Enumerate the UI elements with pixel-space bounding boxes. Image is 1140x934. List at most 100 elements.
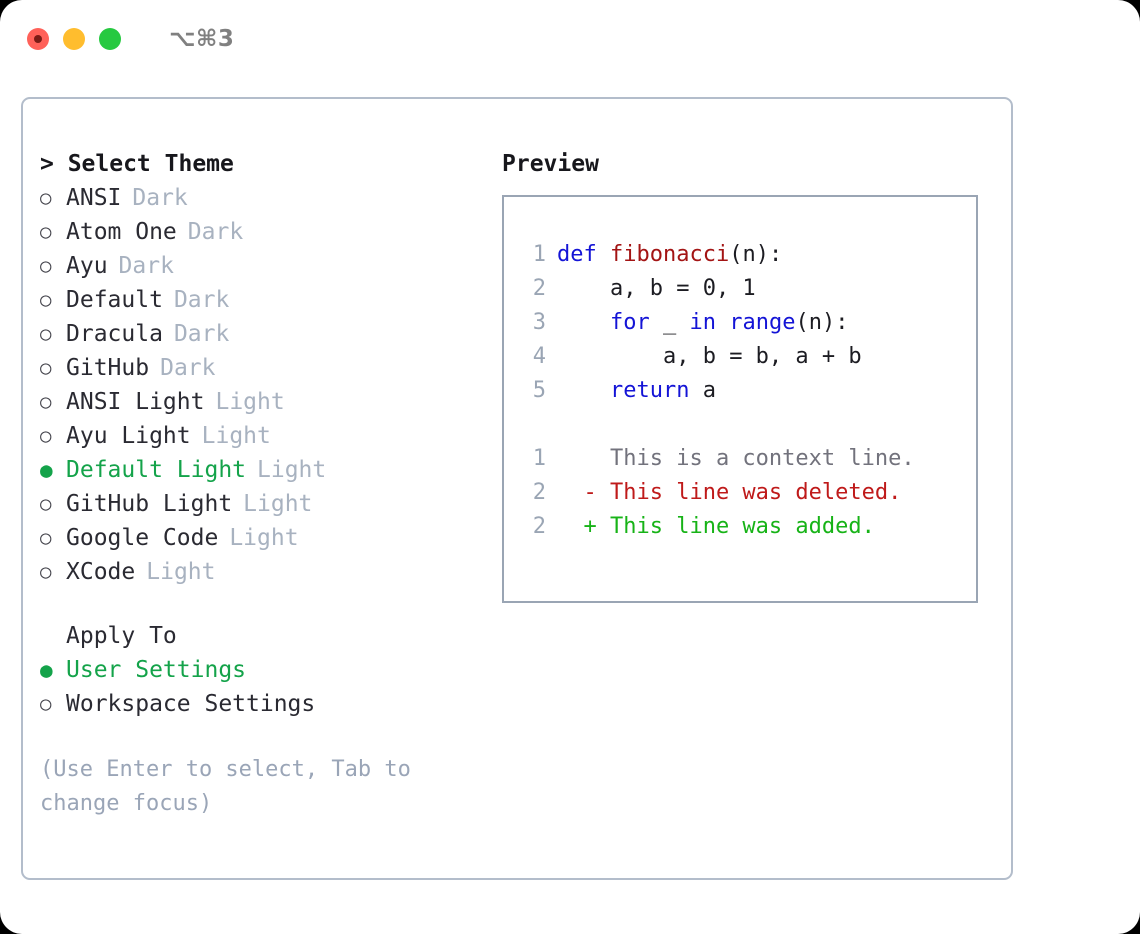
theme-option-label: Default Light (66, 457, 247, 483)
code-token-keyword: in (689, 310, 716, 335)
radio-unselected-icon: ○ (40, 289, 52, 311)
diff-line-context: 1 This is a context line. (504, 442, 976, 476)
theme-option-kind: Dark (187, 219, 244, 245)
theme-option-label: ANSI Light (66, 389, 205, 415)
theme-option-ansi[interactable]: ○ ANSI Dark (40, 181, 470, 215)
radio-selected-icon: ● (40, 658, 53, 682)
code-token-plain: a, b = 0, 1 (609, 276, 756, 301)
diff-line-deleted: 2 - This line was deleted. (504, 476, 976, 510)
code-token-plain: (n): (729, 242, 783, 267)
code-line-number: 4 (532, 344, 546, 369)
theme-option-kind: Light (257, 457, 327, 483)
radio-selected-icon: ● (40, 458, 53, 482)
code-token-plain: a (689, 378, 716, 403)
radio-unselected-icon: ○ (40, 255, 52, 277)
apply-to-option-label: User Settings (66, 657, 247, 683)
theme-option-kind: Dark (173, 321, 230, 347)
theme-option-label: Dracula (66, 321, 163, 347)
code-token-plain (597, 242, 610, 267)
diff-line-text: - This line was deleted. (557, 480, 902, 505)
keyboard-hint-text: (Use Enter to select, Tab to change focu… (40, 757, 411, 816)
theme-option-label: Atom One (66, 219, 177, 245)
radio-unselected-icon: ○ (40, 323, 52, 345)
diff-line-number: 1 (532, 446, 546, 471)
title-bar: ⌥⌘3 (0, 0, 1140, 78)
code-token-plain: a, b = b, a + b (662, 344, 862, 369)
code-diff-separator (504, 408, 976, 442)
theme-option-ayu[interactable]: ○ Ayu Dark (40, 249, 470, 283)
code-token-keyword: range (729, 310, 796, 335)
diff-sample: 1 This is a context line.2 - This line w… (504, 442, 976, 544)
theme-option-label: GitHub Light (66, 491, 233, 517)
theme-option-ayu-light[interactable]: ○ Ayu Light Light (40, 419, 470, 453)
code-token-keyword: return (609, 378, 690, 403)
theme-option-kind: Dark (118, 253, 174, 279)
code-token-keyword: for (609, 310, 650, 335)
radio-unselected-icon: ○ (40, 425, 52, 447)
radio-unselected-icon: ○ (40, 391, 52, 413)
apply-to-option-workspace-settings[interactable]: ○ Workspace Settings (40, 687, 470, 721)
theme-option-kind: Dark (132, 185, 188, 211)
code-token-plain: (n): (795, 310, 849, 335)
apply-to-option-user-settings[interactable]: ● User Settings (40, 653, 470, 687)
theme-option-ansi-light[interactable]: ○ ANSI Light Light (40, 385, 470, 419)
theme-option-kind: Light (146, 559, 216, 585)
code-line-number: 3 (532, 310, 546, 335)
diff-line-number: 2 (532, 514, 546, 539)
apply-to-list: ● User Settings ○ Workspace Settings (40, 653, 470, 721)
radio-unselected-icon: ○ (40, 187, 52, 209)
code-line-number: 1 (532, 242, 546, 267)
theme-option-label: Ayu Light (66, 423, 191, 449)
apply-to-option-label: Workspace Settings (66, 691, 316, 717)
theme-option-label: Google Code (66, 525, 219, 551)
theme-option-default[interactable]: ○ Default Dark (40, 283, 470, 317)
theme-option-github-light[interactable]: ○ GitHub Light Light (40, 487, 470, 521)
code-line-text: return a (546, 374, 716, 408)
code-token-plain (716, 310, 729, 335)
theme-option-label: Default (66, 287, 163, 313)
theme-option-kind: Light (201, 423, 271, 449)
code-line-number: 5 (532, 378, 546, 403)
radio-unselected-icon: ○ (40, 221, 52, 243)
keyboard-shortcut-label: ⌥⌘3 (169, 26, 235, 52)
maximize-button[interactable] (99, 28, 121, 50)
theme-option-atom-one[interactable]: ○ Atom One Dark (40, 215, 470, 249)
radio-unselected-icon: ○ (40, 527, 52, 549)
theme-option-kind: Light (243, 491, 313, 517)
apply-to-header-label: Apply To (66, 623, 177, 649)
radio-unselected-icon: ○ (40, 693, 52, 715)
theme-option-default-light[interactable]: ● Default Light Light (40, 453, 470, 487)
minimize-button[interactable] (63, 28, 85, 50)
code-line-text: a, b = b, a + b (546, 340, 862, 374)
radio-unselected-icon: ○ (40, 561, 52, 583)
theme-option-kind: Dark (173, 287, 230, 313)
diff-line-added: 2 + This line was added. (504, 510, 976, 544)
code-line: 3 for _ in range(n): (504, 306, 976, 340)
code-line: 2 a, b = 0, 1 (504, 272, 976, 306)
theme-option-kind: Light (215, 389, 285, 415)
radio-unselected-icon: ○ (40, 493, 52, 515)
theme-option-label: ANSI (66, 185, 122, 211)
window-controls (27, 28, 121, 50)
theme-option-label: Ayu (66, 253, 108, 279)
theme-option-label: GitHub (66, 355, 150, 381)
code-line-number: 2 (532, 276, 546, 301)
diff-line-number: 2 (532, 480, 546, 505)
select-theme-header: > Select Theme (40, 151, 234, 177)
code-token-plain: _ (649, 310, 690, 335)
theme-option-kind: Dark (160, 355, 216, 381)
code-token-keyword: def (557, 242, 597, 267)
theme-option-dracula[interactable]: ○ Dracula Dark (40, 317, 470, 351)
preview-header: Preview (502, 151, 599, 177)
close-button[interactable] (27, 28, 49, 50)
